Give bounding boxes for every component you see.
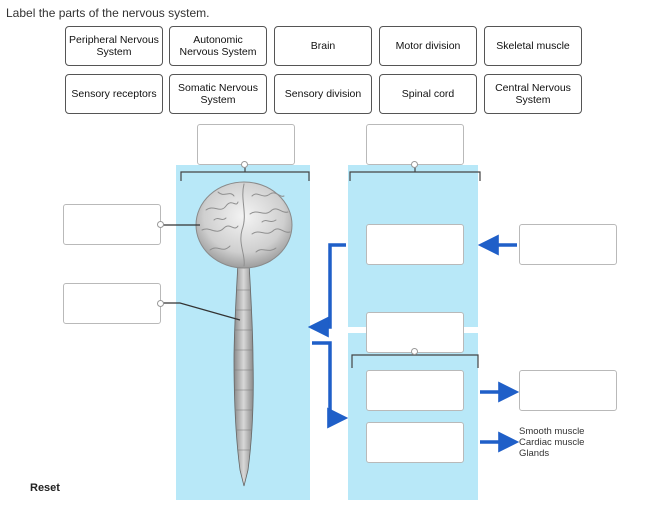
motor-connector-dot xyxy=(411,348,418,355)
reset-button[interactable]: Reset xyxy=(30,482,60,494)
brain-illustration xyxy=(195,181,293,269)
cardiac-muscle-label: Cardiac muscle xyxy=(519,437,585,448)
sensory-to-cns-arrow xyxy=(307,243,346,338)
spinal-cord-leader-line xyxy=(163,302,241,321)
drop-zone-somatic[interactable] xyxy=(366,370,464,411)
drop-zone-skeletal-muscle[interactable] xyxy=(519,370,617,411)
label-tile-sensory-receptors[interactable]: Sensory receptors xyxy=(65,74,163,114)
label-tile-motor-division[interactable]: Motor division xyxy=(379,26,477,66)
drop-zone-spinal-cord[interactable] xyxy=(63,283,161,324)
drop-zone-motor-division[interactable] xyxy=(366,312,464,353)
drop-zone-autonomic[interactable] xyxy=(366,422,464,463)
label-tile-autonomic-nervous-system[interactable]: Autonomic Nervous System xyxy=(169,26,267,66)
label-tile-sensory-division[interactable]: Sensory division xyxy=(274,74,372,114)
drop-zone-sensory-division[interactable] xyxy=(366,224,464,265)
motor-panel xyxy=(348,333,478,500)
glands-label: Glands xyxy=(519,448,550,459)
instruction-text: Label the parts of the nervous system. xyxy=(6,6,210,20)
pns-connector-dot xyxy=(411,161,418,168)
brain-connector-dot xyxy=(157,221,164,228)
drop-zone-pns[interactable] xyxy=(366,124,464,165)
spinal-cord-illustration xyxy=(233,261,254,487)
label-tile-somatic-nervous-system[interactable]: Somatic Nervous System xyxy=(169,74,267,114)
smooth-muscle-label: Smooth muscle xyxy=(519,426,585,437)
label-tile-peripheral-nervous-system[interactable]: Peripheral Nervous System xyxy=(65,26,163,66)
label-tile-skeletal-muscle[interactable]: Skeletal muscle xyxy=(484,26,582,66)
label-tile-central-nervous-system[interactable]: Central Nervous System xyxy=(484,74,582,114)
effectors-label: Smooth muscle Cardiac muscle Glands xyxy=(519,426,584,459)
cns-to-motor-arrow xyxy=(312,341,349,429)
label-tile-spinal-cord[interactable]: Spinal cord xyxy=(379,74,477,114)
drop-zone-brain[interactable] xyxy=(63,204,161,245)
drop-zone-sensory-receptors[interactable] xyxy=(519,224,617,265)
drop-zone-cns[interactable] xyxy=(197,124,295,165)
cns-connector-dot xyxy=(241,161,248,168)
spinal-cord-connector-dot xyxy=(157,300,164,307)
label-tile-brain[interactable]: Brain xyxy=(274,26,372,66)
